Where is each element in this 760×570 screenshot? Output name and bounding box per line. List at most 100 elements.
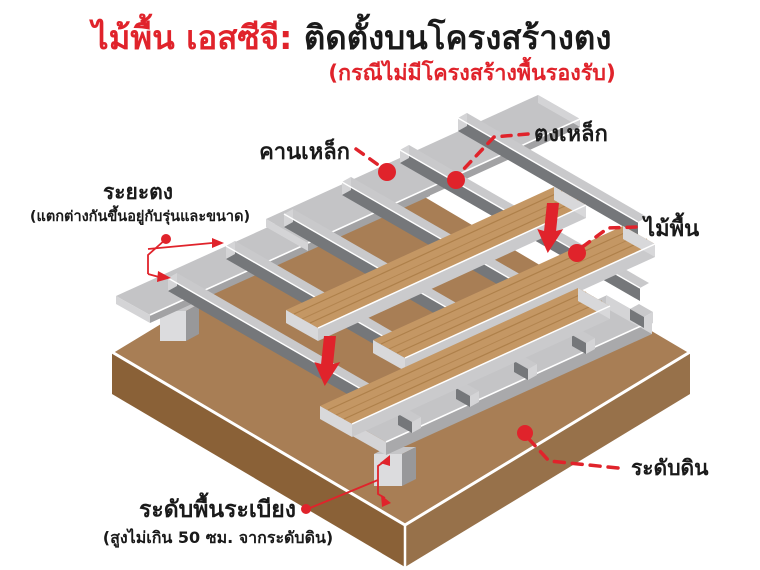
block-side (630, 309, 644, 328)
leader-line-icon (579, 225, 638, 250)
block-cap (586, 338, 595, 354)
block-cap (528, 364, 537, 380)
plank-edge (317, 204, 587, 329)
block-cap (644, 312, 653, 328)
marker-dot-icon (378, 163, 396, 181)
callout-steel-beam: คานเหล็ก (259, 137, 396, 181)
wood-plank-floating (286, 187, 587, 341)
steel-joist (167, 273, 417, 429)
wood-grain (380, 229, 632, 345)
measure-arm (147, 273, 160, 278)
measure-arm (147, 242, 213, 250)
callout-joist-spacing: ระยะตง (แตกต่างกันขึ้นอยู่กับรุ่นและขนาด… (30, 180, 250, 282)
beam-end-cap (266, 219, 308, 251)
beam-side-face (386, 321, 652, 455)
wood-grain (327, 291, 587, 411)
callout-terrace-level: ระดับพื้นระเบียง (สูงไม่เกิน 50 ซม. จากร… (103, 455, 391, 549)
block-top (630, 304, 653, 317)
block-side (456, 388, 470, 407)
joist-end-cap (458, 113, 467, 131)
leader-line-icon (354, 147, 386, 171)
plank-side (318, 205, 586, 341)
joist-end-cap (342, 177, 351, 195)
leader-line (309, 479, 379, 509)
wood-grain (343, 300, 603, 420)
placement-arrows (314, 203, 564, 386)
plank-end-cap (286, 310, 318, 341)
title-brand: ไม้พื้น เอสซีจี: (89, 13, 292, 57)
arrow-shape (537, 203, 564, 253)
post-front (374, 454, 402, 486)
block-cap (470, 391, 479, 407)
joist-end-cap (284, 209, 293, 227)
beam-end-cap (538, 95, 580, 127)
beam-edge-highlight (385, 320, 653, 443)
arrow-shape (314, 336, 341, 386)
wood-grain (388, 234, 640, 350)
post-side (402, 447, 416, 486)
wood-grain (309, 199, 579, 324)
page-subtitle: (กรณีไม่มีโครงสร้างพื้นรองรับ) (328, 56, 616, 86)
marker-dot-icon (447, 171, 465, 189)
block-side (514, 361, 528, 380)
callout-ground-level: ระดับดิน (517, 425, 709, 480)
joist-spacing-label: ระยะตง (103, 180, 173, 204)
measure-arrow-icon (380, 455, 390, 466)
plank-end-cap (373, 340, 405, 371)
post-side (186, 304, 199, 341)
down-arrow-icon (314, 336, 341, 386)
leader-line-icon (458, 132, 530, 175)
block-side (398, 414, 412, 433)
plank-edge (404, 243, 656, 359)
joist-end-cap (168, 273, 177, 291)
leader-line-icon (526, 436, 620, 470)
measure-arrow-icon (212, 238, 224, 248)
ground-side-left (112, 352, 405, 567)
wood-grain (301, 195, 571, 320)
marker-dot-icon (301, 504, 311, 514)
steel-beam-label: คานเหล็ก (259, 137, 350, 165)
callout-steel-joist: ตงเหล็ก (447, 119, 608, 189)
block-side (572, 335, 586, 354)
joist-top (458, 113, 647, 222)
joist-side (168, 278, 408, 429)
down-arrow-icon (537, 203, 564, 253)
block-cap (412, 417, 421, 433)
floor-plank-label: ไม้พื้น (642, 212, 699, 242)
terrace-level-label: ระดับพื้นระเบียง (139, 492, 296, 523)
plank-end-cap (320, 406, 352, 437)
marker-dot-icon (517, 425, 533, 441)
beam-end-cap (116, 296, 150, 323)
wood-grain (396, 238, 648, 354)
joist-end-cap (226, 241, 235, 259)
joist-end-block (630, 304, 653, 328)
wood-grain (293, 190, 563, 315)
measure-arrow-icon (157, 271, 171, 282)
wood-grain (335, 296, 595, 416)
joist-spacing-note: (แตกต่างกันขึ้นอยู่กับรุ่นและขนาด) (30, 205, 250, 225)
page-title: ไม้พื้น เอสซีจี: ติดตั้งบนโครงสร้างตง (89, 13, 611, 57)
joist-end-cap (400, 145, 409, 163)
plank-end-cap (578, 288, 610, 319)
corner-post (374, 447, 416, 486)
marker-dot-icon (568, 244, 586, 262)
ground-level-label: ระดับดิน (631, 456, 709, 480)
callout-floor-plank: ไม้พื้น (568, 212, 699, 262)
joist-end-block (456, 383, 479, 407)
joist-end-blocks (398, 304, 653, 433)
plank-end-cap (554, 187, 586, 218)
title-topic: ติดตั้งบนโครงสร้างตง (304, 13, 612, 57)
joist-edge (457, 117, 639, 223)
joist-top (168, 273, 417, 416)
measure-arrow-icon (381, 495, 391, 507)
title-block: ไม้พื้น เอสซีจี: ติดตั้งบนโครงสร้างตง (ก… (89, 13, 616, 86)
wood-plank-installed-lower (320, 288, 611, 437)
plank-end-cap (623, 226, 655, 257)
post-front (160, 311, 186, 341)
plank-side (352, 306, 610, 437)
terrace-level-note: (สูงไม่เกิน 50 ซม. จากระดับดิน) (103, 528, 333, 549)
steel-joist (457, 113, 647, 235)
steel-joist-label: ตงเหล็ก (534, 119, 608, 147)
